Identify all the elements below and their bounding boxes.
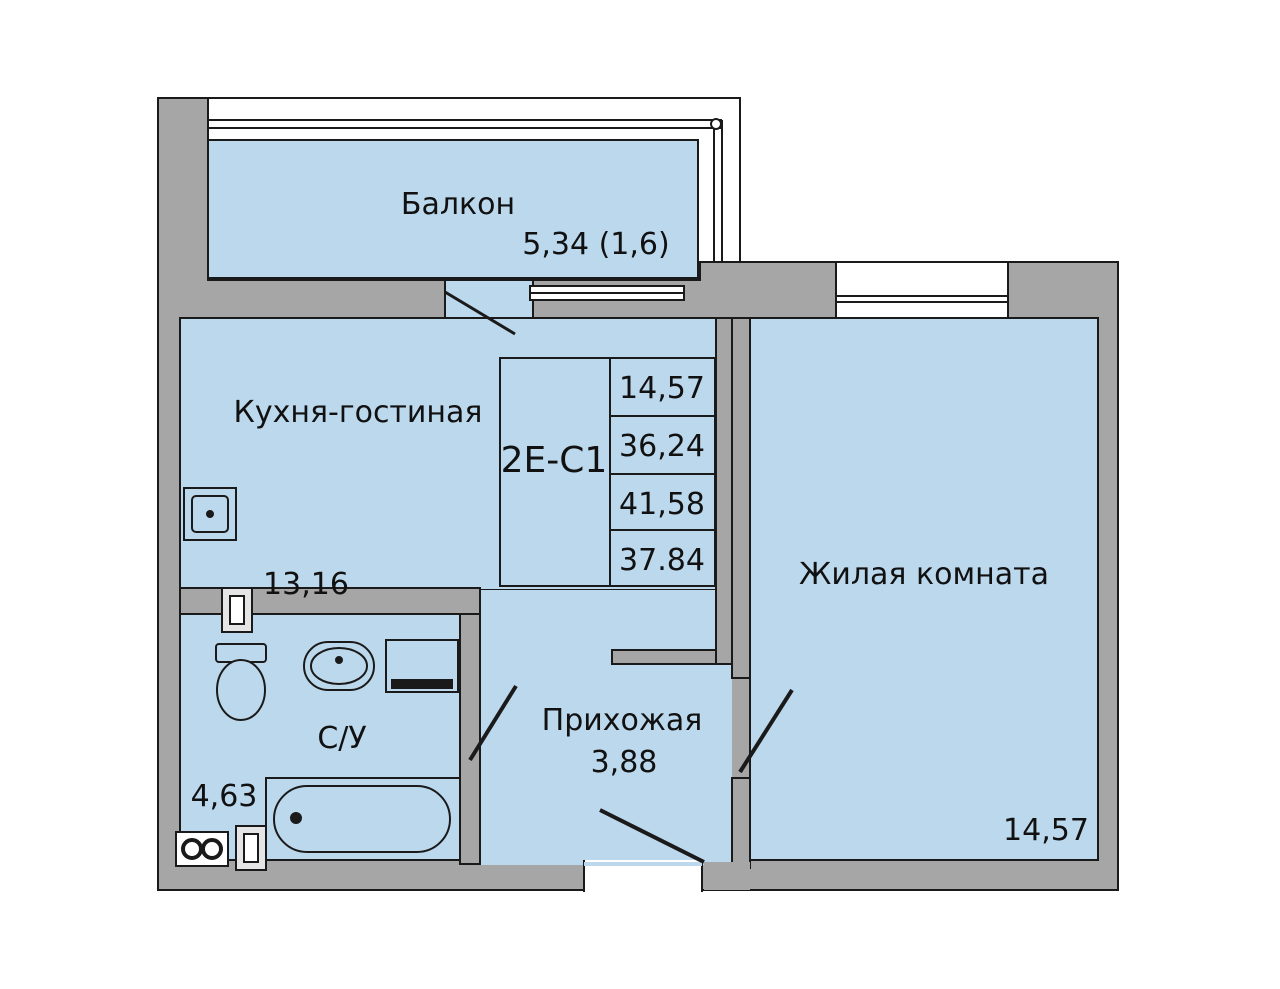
washing-machine [385, 639, 459, 693]
doors [468, 684, 794, 864]
labels: 2E-C1 14,57 36,24 41,58 37.84 Балкон 5,3… [191, 187, 1089, 848]
vent-upper [221, 587, 253, 633]
stove-icon [175, 831, 229, 867]
fixtures [175, 487, 461, 871]
living-name: Жилая комната [799, 557, 1049, 592]
vent-lower [235, 825, 267, 871]
toilet [215, 643, 267, 721]
summary-table [499, 357, 716, 587]
balcony-name: Балкон [401, 187, 515, 222]
kitchen-sink [183, 487, 237, 541]
summary-value-3: 41,58 [619, 487, 705, 522]
bath-door [468, 684, 518, 762]
living-door [738, 688, 794, 774]
hall-area: 3,88 [591, 745, 658, 780]
bathtub [265, 777, 461, 861]
living-window [835, 261, 1009, 319]
bath-name: С/У [317, 721, 366, 756]
summary-value-4: 37.84 [619, 543, 705, 578]
entrance-door [599, 808, 705, 864]
balcony-door [444, 279, 685, 336]
living-area: 14,57 [1003, 813, 1089, 848]
summary-value-2: 36,24 [619, 429, 705, 464]
bath-area: 4,63 [191, 779, 258, 814]
kitchen-area: 13,16 [263, 567, 349, 602]
washbasin [303, 641, 375, 691]
plan-code: 2E-C1 [501, 440, 608, 481]
summary-value-1: 14,57 [619, 371, 705, 406]
balcony-area: 5,34 (1,6) [522, 227, 669, 262]
kitchen-name: Кухня-гостиная [234, 395, 483, 430]
balcony-glazing [208, 97, 741, 262]
living-room [749, 317, 1099, 861]
hall-name: Прихожая [542, 703, 703, 738]
balcony-room [207, 139, 699, 279]
